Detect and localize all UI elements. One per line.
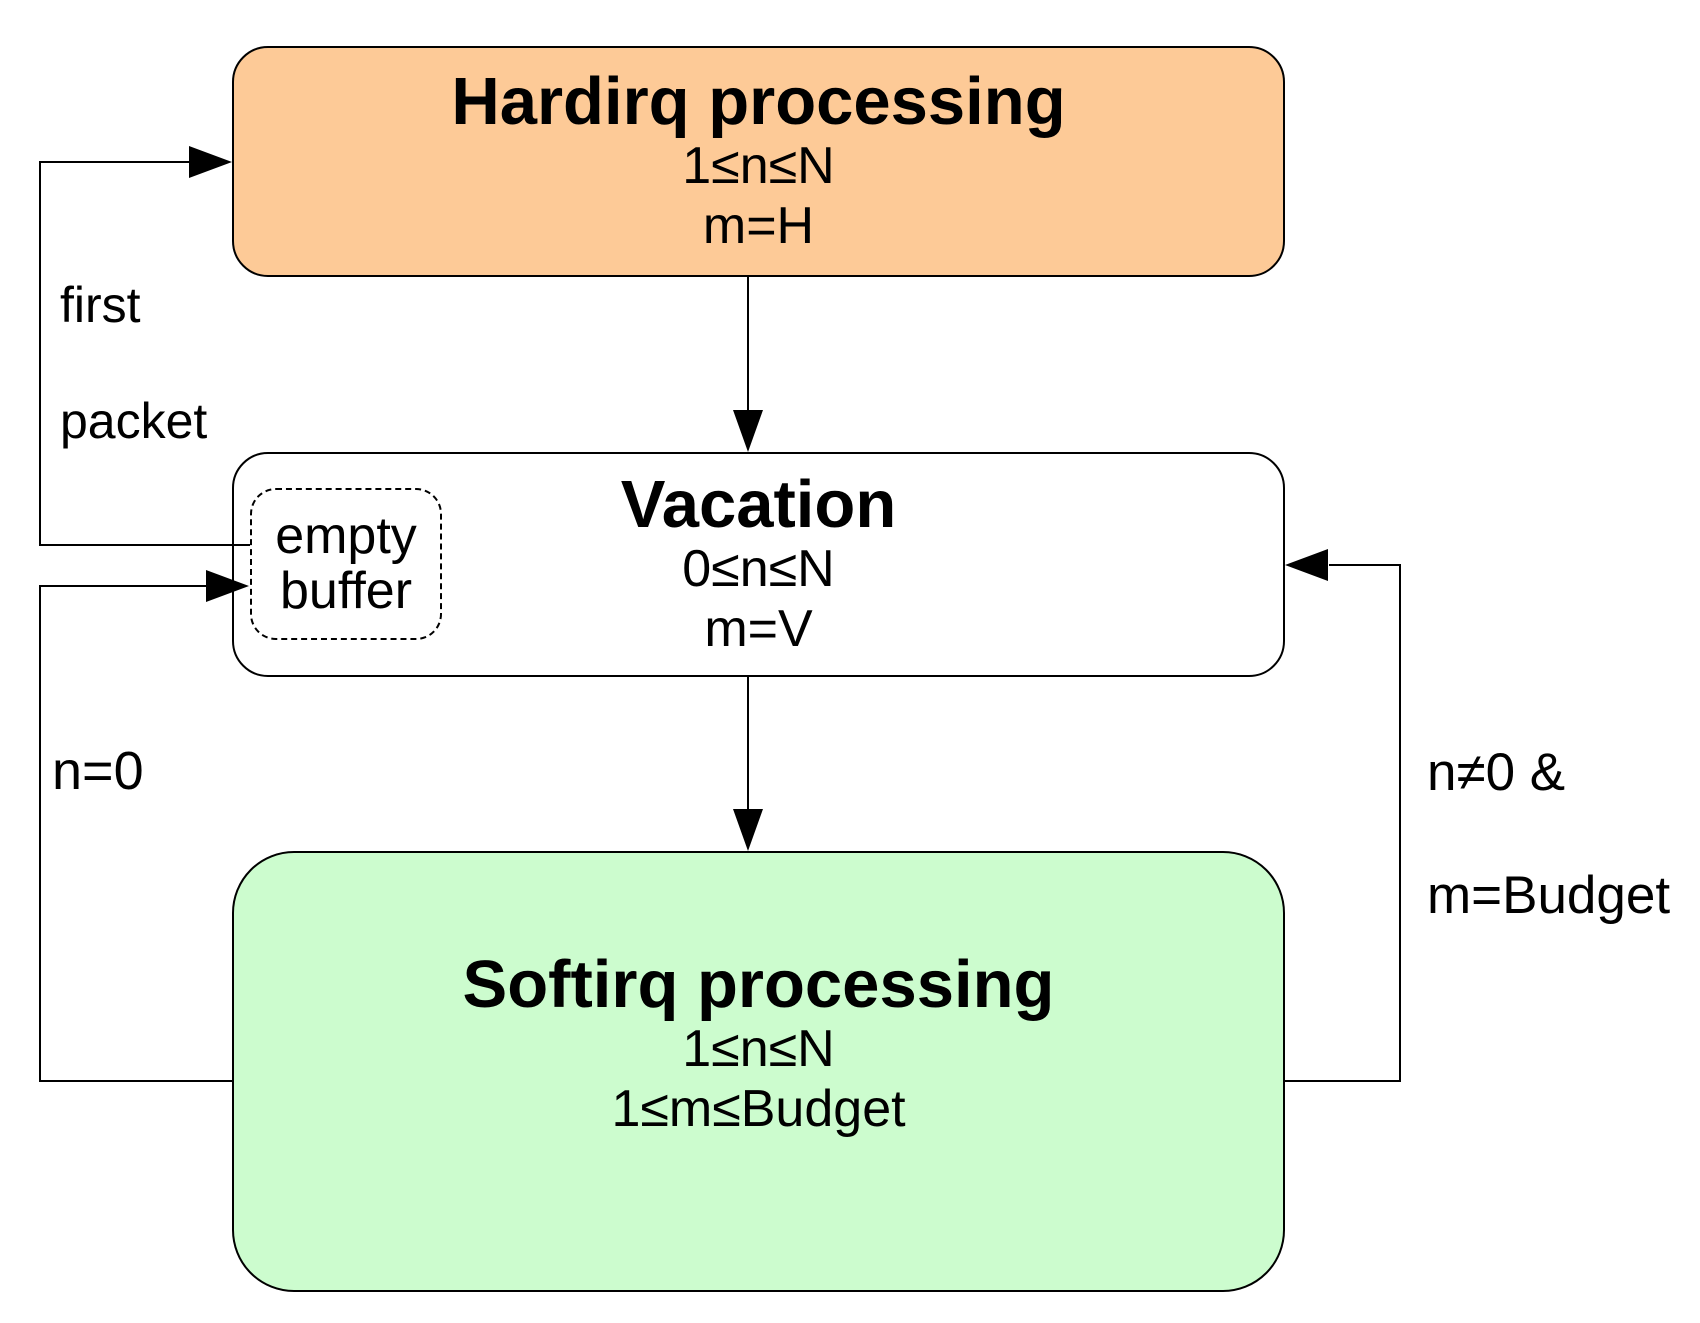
arrowhead-hardirq-to-vacation: [733, 410, 763, 452]
softirq-constraint-n: 1≤n≤N: [682, 1019, 835, 1078]
vacation-constraint-m: m=V: [704, 600, 813, 658]
first-packet-line2: packet: [60, 393, 208, 449]
empty-buffer-label-line1: empty: [275, 507, 417, 566]
hardirq-constraint-n: 1≤n≤N: [682, 137, 835, 196]
hardirq-constraint-m: m=H: [702, 197, 815, 255]
node-hardirq-processing: Hardirq processing 1≤n≤N m=H: [232, 46, 1285, 277]
node-vacation: empty buffer Vacation 0≤n≤N m=V: [232, 452, 1285, 677]
softirq-title: Softirq processing: [462, 946, 1055, 1022]
arrowhead-vacation-to-softirq: [733, 809, 763, 851]
edge-label-budget-return: n≠0 & m=Budget: [1427, 742, 1670, 926]
n-zero-text: n=0: [52, 741, 144, 801]
budget-return-line1: n≠0 &: [1427, 743, 1566, 802]
arrowhead-first-packet: [189, 146, 232, 178]
softirq-constraint-m: 1≤m≤Budget: [611, 1079, 906, 1138]
budget-return-line2: m=Budget: [1427, 865, 1671, 925]
arrow-budget-return: [1285, 564, 1401, 1082]
node-softirq-processing: Softirq processing 1≤n≤N 1≤m≤Budget: [232, 851, 1285, 1292]
vacation-title: Vacation: [620, 467, 897, 543]
vacation-constraint-n: 0≤n≤N: [682, 540, 835, 599]
empty-buffer-label-line2: buffer: [279, 562, 413, 620]
arrowhead-budget-return: [1285, 549, 1328, 581]
first-packet-line1: first: [60, 277, 141, 333]
arrow-n-zero: [39, 585, 232, 1082]
edge-label-first-packet: first packet: [60, 276, 207, 450]
node-empty-buffer: empty buffer: [250, 488, 442, 640]
hardirq-title: Hardirq processing: [451, 64, 1066, 140]
edge-label-n-zero: n=0: [52, 740, 144, 803]
